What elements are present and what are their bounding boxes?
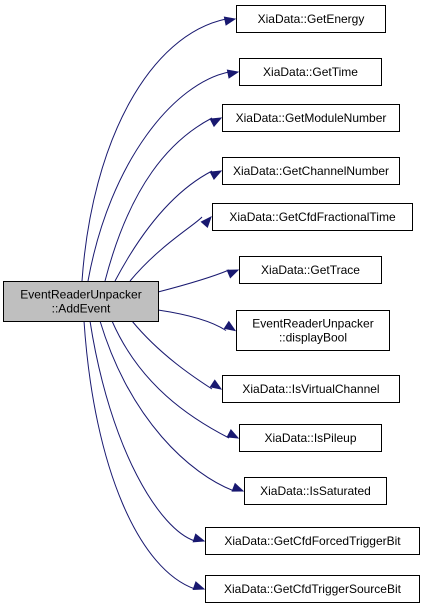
arrowhead bbox=[226, 269, 240, 279]
node-display-bool-label-2: ::displayBool bbox=[279, 331, 347, 345]
edge-is-pileup bbox=[111, 320, 240, 439]
arrowhead bbox=[209, 117, 223, 128]
edge-display-bool bbox=[157, 309, 237, 332]
edge-line bbox=[131, 320, 213, 390]
edge-line bbox=[99, 320, 235, 492]
node-get-module-number-label: XiaData::GetModuleNumber bbox=[236, 111, 387, 125]
arrowhead bbox=[226, 428, 240, 439]
node-get-channel-number-box bbox=[222, 157, 400, 185]
node-get-cfd-trigger-source-bit-box bbox=[205, 575, 420, 603]
arrowhead bbox=[223, 320, 237, 332]
node-get-energy-box bbox=[236, 5, 386, 33]
node-get-trace[interactable]: XiaData::GetTrace bbox=[239, 256, 382, 284]
node-get-cfd-forced-trigger-bit-label: XiaData::GetCfdForcedTriggerBit bbox=[224, 534, 401, 548]
node-get-time-label: XiaData::GetTime bbox=[263, 65, 358, 79]
edges bbox=[81, 16, 245, 591]
edge-get-channel-number bbox=[114, 170, 223, 282]
node-display-bool[interactable]: EventReaderUnpacker::displayBool bbox=[236, 310, 390, 351]
node-get-cfd-fractional-time[interactable]: XiaData::GetCfdFractionalTime bbox=[212, 203, 413, 231]
node-get-cfd-forced-trigger-bit-box bbox=[205, 527, 420, 555]
edge-line bbox=[87, 71, 230, 282]
node-get-channel-number[interactable]: XiaData::GetChannelNumber bbox=[222, 157, 400, 185]
node-source-label-1: EventReaderUnpacker bbox=[20, 288, 141, 302]
node-is-saturated[interactable]: XiaData::IsSaturated bbox=[244, 477, 387, 505]
edge-line bbox=[157, 269, 230, 293]
nodes: EventReaderUnpacker::AddEventXiaData::Ge… bbox=[3, 5, 420, 603]
node-display-bool-box bbox=[236, 310, 390, 351]
node-is-saturated-label: XiaData::IsSaturated bbox=[260, 484, 371, 498]
edge-get-trace bbox=[157, 269, 240, 293]
node-get-cfd-fractional-time-box bbox=[212, 203, 413, 231]
node-get-cfd-trigger-source-bit[interactable]: XiaData::GetCfdTriggerSourceBit bbox=[205, 575, 420, 603]
node-get-cfd-forced-trigger-bit[interactable]: XiaData::GetCfdForcedTriggerBit bbox=[205, 527, 420, 555]
arrowhead bbox=[223, 16, 237, 26]
node-get-channel-number-label: XiaData::GetChannelNumber bbox=[233, 164, 389, 178]
edge-line bbox=[129, 216, 203, 282]
edge-is-saturated bbox=[99, 320, 245, 492]
node-get-cfd-trigger-source-bit-label: XiaData::GetCfdTriggerSourceBit bbox=[224, 582, 402, 596]
arrowhead bbox=[192, 533, 206, 543]
edge-line bbox=[157, 309, 227, 331]
edge-get-cfd-trigger-source-bit bbox=[83, 320, 206, 591]
node-get-energy-label: XiaData::GetEnergy bbox=[258, 12, 365, 26]
node-get-time[interactable]: XiaData::GetTime bbox=[239, 58, 382, 86]
node-source[interactable]: EventReaderUnpacker::AddEvent bbox=[3, 281, 159, 322]
node-get-module-number[interactable]: XiaData::GetModuleNumber bbox=[222, 104, 400, 132]
node-is-pileup[interactable]: XiaData::IsPileup bbox=[239, 424, 382, 452]
node-get-energy[interactable]: XiaData::GetEnergy bbox=[236, 5, 386, 33]
node-get-cfd-fractional-time-label: XiaData::GetCfdFractionalTime bbox=[229, 210, 396, 224]
edge-is-virtual-channel bbox=[131, 320, 223, 390]
node-is-virtual-channel-label: XiaData::IsVirtualChannel bbox=[242, 382, 379, 396]
node-source-label-2: ::AddEvent bbox=[52, 302, 111, 316]
node-get-trace-label: XiaData::GetTrace bbox=[261, 263, 360, 277]
arrowhead bbox=[192, 581, 206, 591]
edge-get-energy bbox=[81, 16, 237, 282]
arrowhead bbox=[209, 170, 223, 181]
node-get-trace-box bbox=[239, 256, 382, 284]
node-is-pileup-label: XiaData::IsPileup bbox=[264, 431, 356, 445]
edge-line bbox=[114, 170, 213, 282]
edge-line bbox=[81, 18, 227, 282]
edge-line bbox=[83, 320, 196, 590]
edge-line bbox=[111, 320, 230, 439]
arrowhead bbox=[200, 215, 212, 229]
edge-get-cfd-forced-trigger-bit bbox=[89, 320, 206, 543]
edge-get-cfd-fractional-time bbox=[129, 215, 212, 282]
edge-get-module-number bbox=[104, 117, 223, 282]
node-is-pileup-box bbox=[239, 424, 382, 452]
node-get-time-box bbox=[239, 58, 382, 86]
arrowhead bbox=[209, 379, 223, 390]
node-get-module-number-box bbox=[222, 104, 400, 132]
edge-line bbox=[89, 320, 196, 542]
node-is-virtual-channel-box bbox=[222, 375, 400, 403]
edge-get-time bbox=[87, 69, 240, 282]
node-is-virtual-channel[interactable]: XiaData::IsVirtualChannel bbox=[222, 375, 400, 403]
arrowhead bbox=[231, 482, 245, 492]
node-source-box bbox=[3, 281, 159, 322]
arrowhead bbox=[226, 69, 240, 79]
node-is-saturated-box bbox=[244, 477, 387, 505]
node-display-bool-label-1: EventReaderUnpacker bbox=[252, 317, 373, 331]
edge-line bbox=[104, 117, 213, 282]
